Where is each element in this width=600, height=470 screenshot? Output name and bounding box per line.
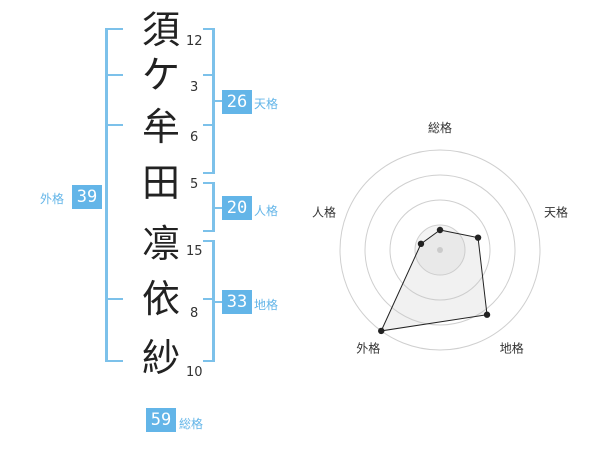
radar-point <box>417 240 425 248</box>
chikaku-bracket-tick <box>203 240 215 242</box>
tenkaku-bracket <box>212 28 215 174</box>
stroke-count-7: 10 <box>186 365 203 380</box>
stroke-count-2: 3 <box>190 80 199 95</box>
name-char-6: 依 <box>141 277 180 321</box>
soukaku-value: 59 <box>146 408 176 432</box>
jinkaku-label: 人格 <box>254 204 279 218</box>
tenkaku-bracket-tick <box>203 28 215 30</box>
chikaku-bracket-tick <box>203 298 215 300</box>
radar-point <box>436 226 444 234</box>
chikaku-bracket-tick <box>203 360 215 362</box>
gaikaku-label: 外格 <box>40 192 65 206</box>
jinkaku-value: 20 <box>222 196 252 220</box>
radar-point <box>483 311 491 318</box>
gaikaku-bracket-tick <box>105 298 123 300</box>
radar-ring <box>364 174 516 326</box>
gaikaku-bracket-tick <box>105 74 123 76</box>
jinkaku-bracket <box>212 182 215 232</box>
stroke-count-5: 15 <box>186 244 203 259</box>
chikaku-bracket <box>212 240 215 362</box>
soukaku-label: 総格 <box>179 417 204 431</box>
radar-axis-label: 天格 <box>544 204 568 219</box>
name-char-2: ケ <box>141 53 180 97</box>
chikaku-value: 33 <box>222 290 252 314</box>
stroke-count-4: 5 <box>190 177 199 192</box>
radar-ring <box>339 149 541 351</box>
jinkaku-bracket-tick <box>203 230 215 232</box>
chikaku-connector <box>215 301 223 303</box>
radar-series-polygon <box>380 229 488 332</box>
jinkaku-bracket-tick <box>203 182 215 184</box>
radar-ring <box>389 199 491 301</box>
gaikaku-bracket-tick <box>105 28 123 30</box>
stroke-count-3: 6 <box>190 130 199 145</box>
radar-point <box>378 327 385 335</box>
tenkaku-bracket-tick <box>203 124 215 126</box>
tenkaku-bracket-tick <box>203 172 215 174</box>
gaikaku-bracket <box>105 28 108 362</box>
radar-axis-label: 地格 <box>500 341 524 356</box>
name-char-5: 凛 <box>141 222 180 266</box>
stroke-count-1: 12 <box>186 34 203 49</box>
tenkaku-bracket-tick <box>203 74 215 76</box>
tenkaku-connector <box>215 100 223 102</box>
name-char-4: 田 <box>141 161 180 205</box>
name-char-3: 牟 <box>141 105 180 149</box>
radar-point <box>474 234 482 241</box>
tenkaku-value: 26 <box>222 90 252 114</box>
radar-axis-label: 総格 <box>428 120 452 135</box>
gaikaku-bracket-tick <box>105 360 123 362</box>
jinkaku-connector <box>215 207 223 209</box>
gaikaku-bracket-tick <box>105 124 123 126</box>
chikaku-label: 地格 <box>254 298 279 312</box>
gaikaku-value: 39 <box>72 185 102 209</box>
radar-axis-label: 人格 <box>312 204 336 219</box>
name-char-7: 紗 <box>141 336 180 380</box>
name-char-1: 須 <box>141 8 180 52</box>
stroke-count-6: 8 <box>190 306 199 321</box>
radar-axis-label: 外格 <box>356 341 380 356</box>
radar-center-dot <box>437 247 443 253</box>
tenkaku-label: 天格 <box>254 97 279 111</box>
